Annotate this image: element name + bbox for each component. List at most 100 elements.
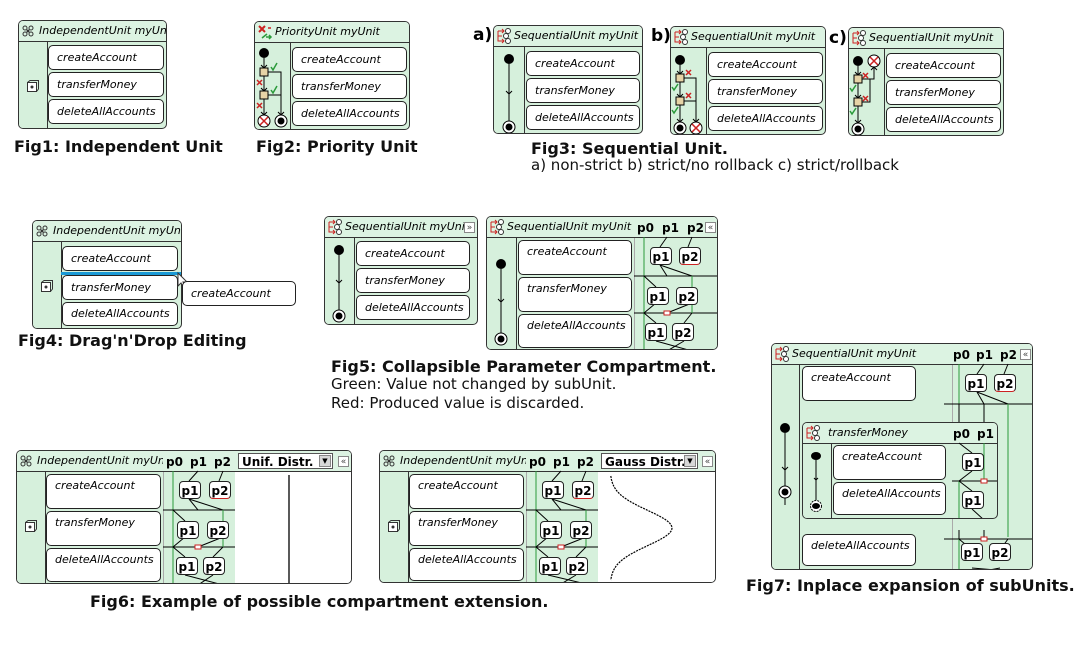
operation-item[interactable]: deleteAllAccounts bbox=[708, 106, 823, 131]
distribution-select-value: Gauss Distr. bbox=[605, 455, 686, 469]
operation-item[interactable]: createAccount bbox=[526, 51, 640, 76]
unit-title: PriorityUnit myUnit bbox=[275, 25, 380, 38]
priority-unit-icon bbox=[258, 25, 273, 40]
subunit-param-p2[interactable]: p2 bbox=[570, 521, 592, 539]
distribution-select[interactable]: Unif. Distr. ▼ bbox=[238, 453, 333, 469]
subunit-param-p2[interactable]: p2 bbox=[572, 481, 594, 499]
operation-item[interactable]: transferMoney bbox=[48, 72, 164, 97]
subunit-param-p2[interactable]: p2 bbox=[207, 521, 229, 539]
nested-subunit-transfer-money[interactable]: transferMoney createAccount deleteAllAcc… bbox=[802, 422, 998, 519]
fig5-collapsed-sequential-unit[interactable]: SequentialUnit myUnit » createAccount tr… bbox=[324, 216, 478, 325]
subunit-param-p1[interactable]: p1 bbox=[647, 287, 669, 305]
unit-gutter bbox=[380, 472, 409, 582]
unit-header: transferMoney bbox=[803, 423, 997, 444]
operation-item[interactable]: transferMoney bbox=[409, 511, 524, 546]
dropdown-arrow-icon[interactable]: ▼ bbox=[684, 455, 696, 467]
collapse-parameters-button[interactable]: « bbox=[1020, 349, 1031, 360]
dropdown-arrow-icon[interactable]: ▼ bbox=[319, 455, 331, 467]
subunit-param-p1[interactable]: p1 bbox=[650, 247, 672, 265]
unit-gutter bbox=[671, 48, 707, 134]
variant-label-a: a) bbox=[473, 25, 493, 45]
distribution-compartment bbox=[235, 472, 351, 583]
operation-item[interactable]: deleteAllAccounts bbox=[833, 482, 946, 515]
operation-item[interactable]: createAccount bbox=[409, 474, 524, 509]
fig4-independent-unit[interactable]: IndependentUnit myUnit createAccount tra… bbox=[32, 220, 182, 329]
dragged-operation-item[interactable]: createAccount bbox=[182, 281, 296, 306]
operation-item[interactable]: transferMoney bbox=[292, 74, 407, 99]
unit-title: SequentialUnit myUnit bbox=[869, 31, 994, 44]
independent-unit-icon bbox=[36, 225, 48, 237]
collapse-parameters-button[interactable]: « bbox=[702, 456, 713, 467]
subunit-param-p2[interactable]: p2 bbox=[676, 287, 698, 305]
fig7-sequential-unit[interactable]: SequentialUnit myUnit p0 p1 p2 « createA… bbox=[771, 343, 1033, 570]
operation-item[interactable]: transferMoney bbox=[518, 277, 632, 312]
subunit-param-p2[interactable]: p2 bbox=[209, 481, 231, 499]
collapse-parameters-button[interactable]: « bbox=[705, 222, 716, 233]
operation-item[interactable]: deleteAllAccounts bbox=[356, 295, 470, 320]
collapse-parameters-button[interactable]: « bbox=[338, 456, 349, 467]
unit-title: IndependentUnit myUnit bbox=[37, 454, 173, 467]
sequential-flow-icon bbox=[502, 54, 516, 133]
operation-item[interactable]: createAccount bbox=[886, 53, 1001, 78]
sequential-unit-icon bbox=[852, 30, 866, 46]
parameter-header bbox=[952, 344, 1032, 365]
fig6-gauss-unit[interactable]: IndependentUnit myUnit createAccount tra… bbox=[379, 450, 716, 583]
subunit-param-p1[interactable]: p1 bbox=[179, 481, 201, 499]
fig3a-sequential-unit[interactable]: SequentialUnit myUnit createAccount tran… bbox=[493, 25, 643, 134]
operation-item[interactable]: deleteAllAccounts bbox=[292, 101, 407, 126]
subunit-param-p1[interactable]: p1 bbox=[540, 521, 562, 539]
subunit-param-p1[interactable]: p1 bbox=[962, 491, 984, 509]
operation-item[interactable]: transferMoney bbox=[526, 78, 640, 103]
subunit-param-p1[interactable]: p1 bbox=[962, 453, 984, 471]
operation-item[interactable]: deleteAllAccounts bbox=[62, 302, 178, 326]
operation-item[interactable]: transferMoney bbox=[886, 80, 1001, 105]
subunit-param-p2[interactable]: p2 bbox=[203, 557, 225, 575]
distribution-select[interactable]: Gauss Distr. ▼ bbox=[601, 453, 698, 469]
fig6-uniform-unit[interactable]: IndependentUnit myUnit createAccount tra… bbox=[16, 450, 352, 584]
fig3c-sequential-unit[interactable]: SequentialUnit myUnit createAccount tran… bbox=[848, 27, 1004, 136]
operation-item[interactable]: transferMoney bbox=[356, 268, 470, 293]
subunit-param-p2[interactable]: p2 bbox=[989, 543, 1011, 561]
subunit-param-p1[interactable]: p1 bbox=[645, 323, 667, 341]
subunit-param-p1[interactable]: p1 bbox=[965, 374, 987, 392]
subunit-param-p2[interactable]: p2 bbox=[566, 557, 588, 575]
operation-item[interactable]: createAccount bbox=[292, 47, 407, 72]
subunit-param-p2[interactable]: p2 bbox=[679, 247, 701, 265]
subunit-param-p1[interactable]: p1 bbox=[542, 481, 564, 499]
subunit-param-p2[interactable]: p2 bbox=[672, 323, 694, 341]
operation-item[interactable]: createAccount bbox=[518, 240, 632, 275]
operation-item[interactable]: transferMoney bbox=[708, 79, 823, 104]
fig5-expanded-sequential-unit[interactable]: SequentialUnit myUnit createAccount tran… bbox=[486, 216, 718, 350]
operation-item[interactable]: createAccount bbox=[62, 246, 178, 271]
fig3b-sequential-unit[interactable]: SequentialUnit myUnit createAccount tran… bbox=[670, 26, 826, 135]
param-header-p1: p1 bbox=[976, 348, 993, 362]
operation-item[interactable]: deleteAllAccounts bbox=[886, 107, 1001, 132]
dice-icon bbox=[388, 520, 400, 532]
subunit-param-p1[interactable]: p1 bbox=[177, 521, 199, 539]
fig5-caption: Fig5: Collapsible Parameter Compartment. bbox=[331, 357, 717, 376]
operation-item[interactable]: deleteAllAccounts bbox=[48, 99, 164, 124]
operation-item[interactable]: deleteAllAccounts bbox=[409, 548, 524, 581]
operation-item[interactable]: deleteAllAccounts bbox=[518, 314, 632, 348]
operation-item[interactable]: transferMoney bbox=[46, 511, 161, 546]
operation-item[interactable]: createAccount bbox=[802, 366, 916, 401]
operation-item[interactable]: deleteAllAccounts bbox=[526, 105, 640, 130]
subunit-param-p1[interactable]: p1 bbox=[176, 557, 198, 575]
unit-title: SequentialUnit myUnit bbox=[792, 347, 917, 360]
subunit-param-p1[interactable]: p1 bbox=[961, 543, 983, 561]
operation-item[interactable]: createAccount bbox=[356, 241, 470, 266]
unit-gutter bbox=[849, 49, 885, 135]
operation-item[interactable]: createAccount bbox=[46, 474, 161, 509]
operation-item[interactable]: deleteAllAccounts bbox=[802, 534, 916, 566]
operation-item[interactable]: createAccount bbox=[48, 45, 164, 70]
subunit-param-p2[interactable]: p2 bbox=[994, 374, 1016, 392]
operation-item[interactable]: createAccount bbox=[708, 52, 823, 77]
independent-unit-icon bbox=[383, 455, 395, 467]
operation-item[interactable]: createAccount bbox=[833, 445, 946, 480]
operation-item[interactable]: deleteAllAccounts bbox=[46, 548, 161, 582]
subunit-param-p1[interactable]: p1 bbox=[539, 557, 561, 575]
fig2-priority-unit[interactable]: PriorityUnit myUnit createAccount transf… bbox=[254, 21, 410, 130]
expand-parameters-button[interactable]: » bbox=[464, 222, 475, 233]
fig1-independent-unit[interactable]: IndependentUnit myUnit createAccount tra… bbox=[18, 20, 167, 129]
operation-item[interactable]: transferMoney bbox=[62, 275, 178, 300]
